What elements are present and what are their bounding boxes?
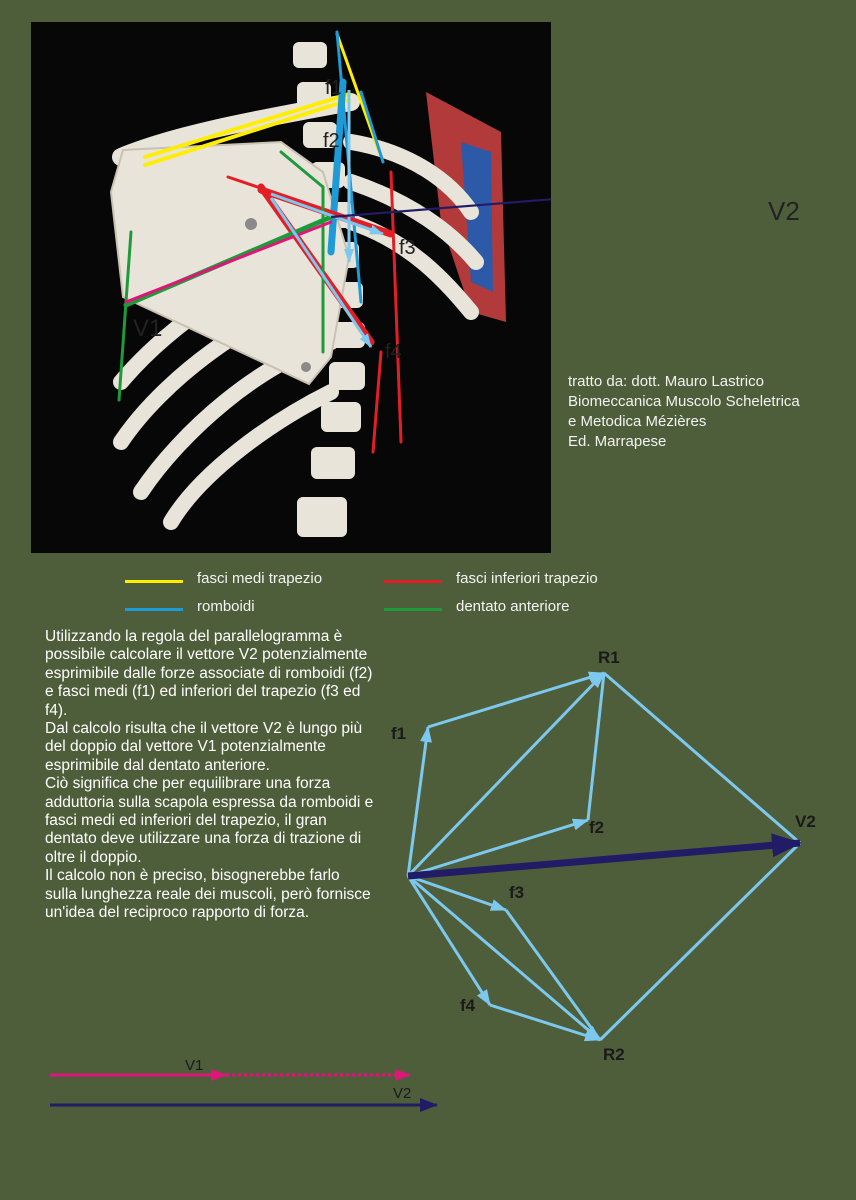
legend-label: fasci medi trapezio — [197, 570, 323, 587]
skeleton-illustration — [109, 30, 551, 537]
photo-label-v1: V1 — [133, 315, 163, 342]
vector-f2 — [407, 818, 589, 878]
explanation-paragraph: Utilizzando la regola del parallelogramm… — [45, 628, 373, 719]
photo-label-f1: f1 — [325, 77, 342, 99]
comparison-v1-label: V1 — [185, 1057, 203, 1074]
vector-v2 — [407, 833, 802, 880]
legend-label: dentato anteriore — [456, 598, 570, 615]
legend-item-rhomboids: romboidi — [125, 598, 385, 620]
legend-item-trapezius-lower: fasci inferiori trapezio — [384, 570, 684, 592]
label-v2: V2 — [795, 812, 816, 831]
skeleton-photo — [31, 22, 551, 553]
legend-swatch — [384, 580, 442, 583]
legend-swatch — [125, 580, 183, 583]
label-r2: R2 — [603, 1045, 625, 1064]
explanation-text: Utilizzando la regola del parallelogramm… — [45, 628, 375, 923]
label-r1: R1 — [598, 648, 620, 667]
side-r1-v2 — [603, 671, 801, 845]
legend-label: romboidi — [197, 598, 255, 615]
vector-r2 — [407, 874, 601, 1042]
source-credit: tratto da: dott. Mauro Lastrico Biomecca… — [568, 373, 800, 450]
legend-item-serratus: dentato anteriore — [384, 598, 684, 620]
photo-label-f3: f3 — [399, 237, 416, 259]
vector-f3 — [407, 874, 507, 912]
explanation-paragraph: Il calcolo non è preciso, bisognerebbe f… — [45, 867, 371, 922]
force-vectors — [406, 671, 802, 1042]
vector-f4 — [406, 875, 492, 1006]
side-f2-r1 — [586, 672, 606, 821]
explanation-paragraph: Dal calcolo risulta che il vettore V2 è … — [45, 720, 363, 774]
comparison-v2-label: V2 — [393, 1085, 411, 1102]
legend-item-trapezius-middle: fasci medi trapezio — [125, 570, 385, 592]
legend-swatch — [384, 608, 442, 611]
photo-force-arrows — [269, 90, 384, 348]
photo-label-f4: f4 — [385, 341, 402, 363]
side-f4-r2 — [489, 1003, 601, 1042]
label-f3: f3 — [509, 883, 524, 902]
side-f1-r1 — [427, 671, 605, 729]
vector-f1 — [406, 726, 432, 877]
side-f3-r2 — [504, 909, 602, 1041]
label-f2: f2 — [589, 818, 604, 837]
label-f1: f1 — [391, 724, 406, 743]
legend-label: fasci inferiori trapezio — [456, 570, 598, 587]
side-r2-v2 — [598, 841, 802, 1042]
v2-arrow — [330, 198, 551, 219]
photo-label-f2: f2 — [323, 130, 340, 152]
explanation-paragraph: Ciò significa che per equilibrare una fo… — [45, 775, 374, 866]
photo-label-v2: V2 — [768, 196, 800, 226]
vector-r1 — [406, 671, 606, 878]
label-f4: f4 — [460, 996, 476, 1015]
legend-swatch — [125, 608, 183, 611]
